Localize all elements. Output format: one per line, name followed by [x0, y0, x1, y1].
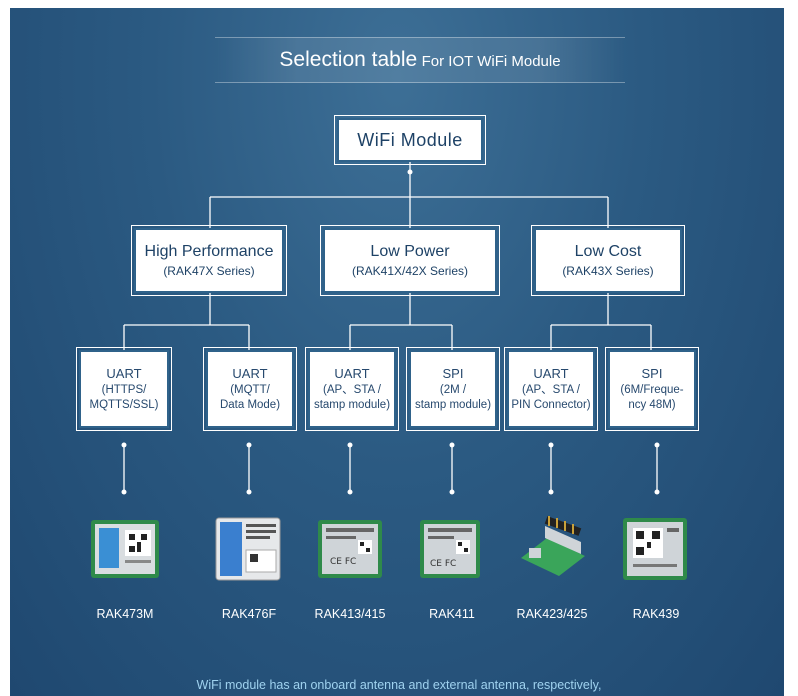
- interface-node: UART (HTTPS/ MQTTS/SSL): [76, 347, 172, 431]
- category-name: High Performance: [144, 243, 274, 260]
- title-sub: For IOT WiFi Module: [421, 53, 561, 70]
- rak413-module-image: CE FC: [318, 520, 382, 578]
- interface-detail: (AP、STA /: [522, 383, 580, 396]
- footer-note: WiFi module has an onboard antenna and e…: [196, 678, 602, 692]
- rak473m-module-image: [91, 520, 159, 578]
- interface-detail: stamp module): [313, 398, 391, 411]
- interface-node: SPI (6M/Freque- ncy 48M): [605, 347, 699, 431]
- module-label: RAK473M: [96, 607, 154, 621]
- category-series: (RAK41X/42X Series): [351, 264, 469, 278]
- interface-detail: MQTTS/SSL): [89, 398, 159, 411]
- interface-node: UART (AP、STA / stamp module): [305, 347, 399, 431]
- interface-node: SPI (2M / stamp module): [406, 347, 500, 431]
- interface-node: UART (AP、STA / PIN Connector): [504, 347, 598, 431]
- interface-detail: (6M/Freque-: [620, 383, 684, 396]
- module-label: RAK411: [429, 607, 475, 621]
- module-label: RAK439: [632, 607, 680, 621]
- interface-node: UART (MQTT/ Data Mode): [203, 347, 297, 431]
- rak411-module-image: CE FC: [420, 520, 480, 578]
- category-name: Low Cost: [574, 243, 642, 260]
- category-low-power: Low Power (RAK41X/42X Series): [320, 225, 500, 296]
- category-high-performance: High Performance (RAK47X Series): [131, 225, 287, 296]
- svg-text:CE FC: CE FC: [330, 557, 356, 567]
- root-label: WiFi Module: [357, 129, 463, 150]
- module-label: RAK423/425: [516, 607, 588, 621]
- interface-detail: (AP、STA /: [323, 383, 381, 396]
- rak439-module-image: [623, 518, 687, 580]
- interface-detail: PIN Connector): [511, 398, 591, 411]
- rak423-module-image: [521, 516, 585, 576]
- category-series: (RAK47X Series): [163, 264, 255, 278]
- category-series: (RAK43X Series): [562, 264, 654, 278]
- category-name: Low Power: [370, 243, 450, 260]
- rak476f-module-image: [215, 517, 281, 581]
- interface-type: UART: [334, 365, 370, 381]
- interface-type: SPI: [641, 365, 663, 381]
- interface-detail: ncy 48M): [628, 398, 676, 411]
- interface-detail: stamp module): [414, 398, 492, 411]
- module-label: RAK413/415: [314, 607, 386, 621]
- interface-type: UART: [533, 365, 569, 381]
- svg-text:CE FC: CE FC: [430, 559, 456, 569]
- page-title: Selection table For IOT WiFi Module: [215, 37, 625, 83]
- interface-type: UART: [232, 365, 268, 381]
- interface-detail: (HTTPS/: [101, 383, 147, 396]
- interface-detail: (MQTT/: [230, 383, 270, 396]
- root-node: WiFi Module: [334, 115, 486, 165]
- interface-detail: (2M /: [439, 383, 467, 396]
- interface-type: UART: [106, 365, 142, 381]
- category-low-cost: Low Cost (RAK43X Series): [531, 225, 685, 296]
- interface-detail: Data Mode): [219, 398, 281, 411]
- module-label: RAK476F: [221, 607, 277, 621]
- interface-type: SPI: [442, 365, 464, 381]
- title-main: Selection table: [279, 48, 418, 71]
